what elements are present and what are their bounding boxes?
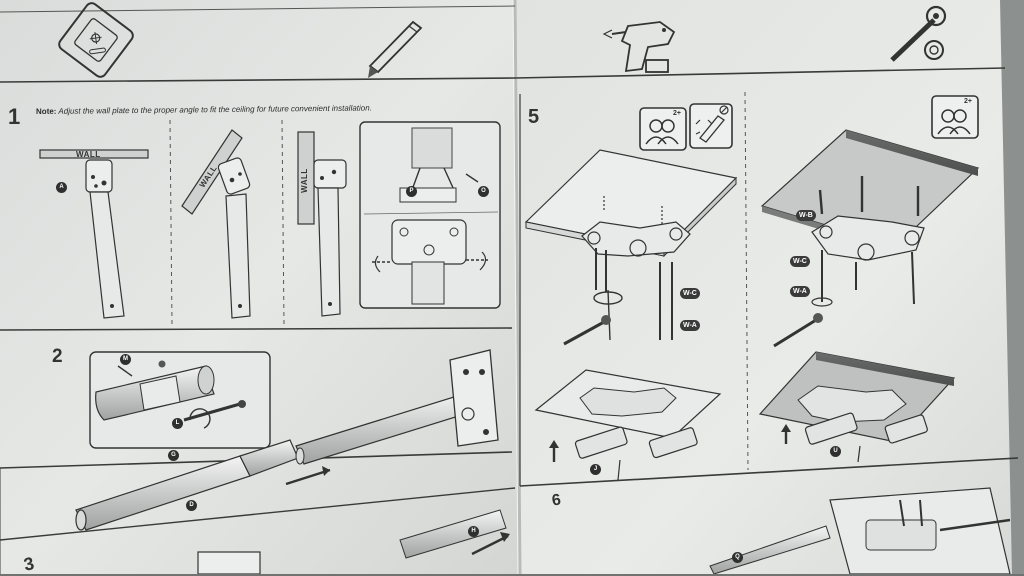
wrench-icon: [890, 5, 947, 62]
hw-tag-wa-1: W-A: [680, 320, 700, 331]
step3-partial: [197, 509, 510, 574]
part-label-g: G: [168, 450, 179, 461]
step2-pole: [75, 349, 499, 531]
step5-result-2: [758, 351, 956, 463]
part-label-p: P: [406, 186, 417, 197]
step2-detail-box: [89, 351, 271, 449]
hw-tag-wc-1: W-C: [680, 288, 700, 299]
pencil-icon: [368, 20, 423, 78]
part-label-a: A: [56, 182, 67, 193]
step5-ceiling-plate-2: [760, 129, 980, 348]
step5-result-1: [534, 369, 722, 481]
two-person-label-1: 2+: [673, 110, 681, 117]
part-label-d: D: [186, 500, 197, 511]
part-label-u: U: [830, 446, 841, 457]
washer-icon: [924, 40, 944, 60]
step5-ceiling-plate: [524, 149, 738, 346]
no-drywall-icon: [689, 103, 733, 149]
step1-detail-box: [359, 121, 501, 309]
two-person-icon: [639, 107, 687, 151]
step-number-2: 2: [52, 346, 63, 367]
step1-figure-vertical: [297, 131, 347, 317]
step1-figure-angled: [181, 129, 251, 319]
drill-icon: [602, 21, 676, 73]
hw-tag-wa-2: W-A: [790, 286, 810, 297]
step-number-5: 5: [528, 106, 540, 128]
step1-figure-horizontal: [39, 149, 149, 319]
template-icon: [58, 2, 134, 78]
step-number-1: 1: [8, 104, 21, 129]
two-person-icon: [931, 95, 979, 139]
part-label-h: H: [468, 526, 479, 537]
note-prefix: Note:: [35, 106, 57, 116]
right-page: [515, 0, 1024, 574]
part-label-m: M: [120, 354, 131, 365]
two-person-label-2: 2+: [964, 98, 972, 105]
part-label-l: L: [172, 418, 183, 429]
wall-label-3: WALL: [299, 168, 309, 193]
hw-tag-wc-2: W-C: [790, 256, 810, 267]
wall-label-1: WALL: [76, 150, 101, 159]
part-label-q: Q: [732, 552, 743, 563]
part-label-o: O: [478, 186, 489, 197]
hw-tag-wb: W-B: [796, 210, 816, 221]
part-label-j: J: [590, 464, 601, 475]
